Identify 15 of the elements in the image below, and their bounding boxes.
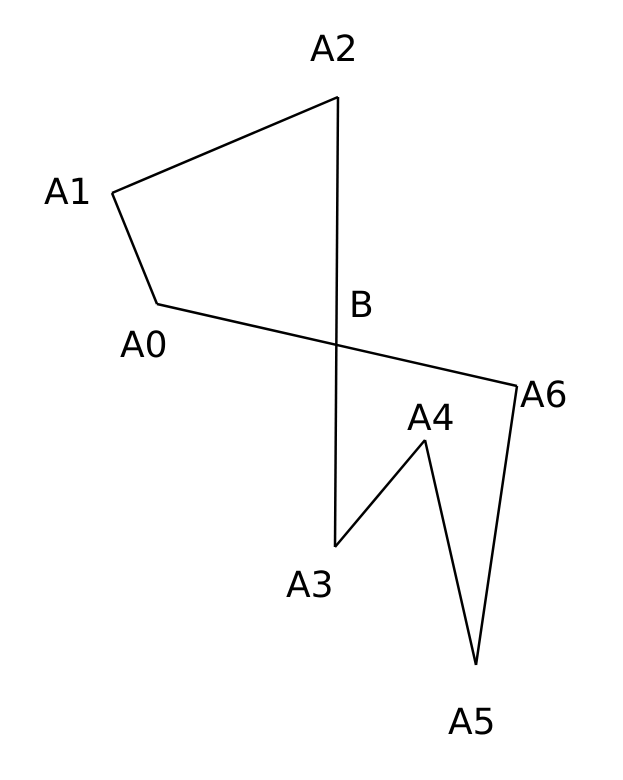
vertex-label: A0 <box>120 326 168 366</box>
point-label: B <box>349 286 374 326</box>
vertex-label: A2 <box>310 30 358 70</box>
polygon-side <box>334 97 340 547</box>
polygon-side <box>424 440 478 666</box>
polygon-side <box>474 386 518 666</box>
vertex-label: A6 <box>520 376 568 416</box>
vertex-label: A5 <box>448 703 496 743</box>
vertex-label: A4 <box>407 399 455 439</box>
vertex-label: A3 <box>286 566 334 606</box>
polygon-side <box>156 302 518 388</box>
polygon-side <box>334 439 426 548</box>
vertex-label: A1 <box>44 173 92 213</box>
polygon-side <box>112 96 338 194</box>
polygon-side <box>110 192 158 304</box>
